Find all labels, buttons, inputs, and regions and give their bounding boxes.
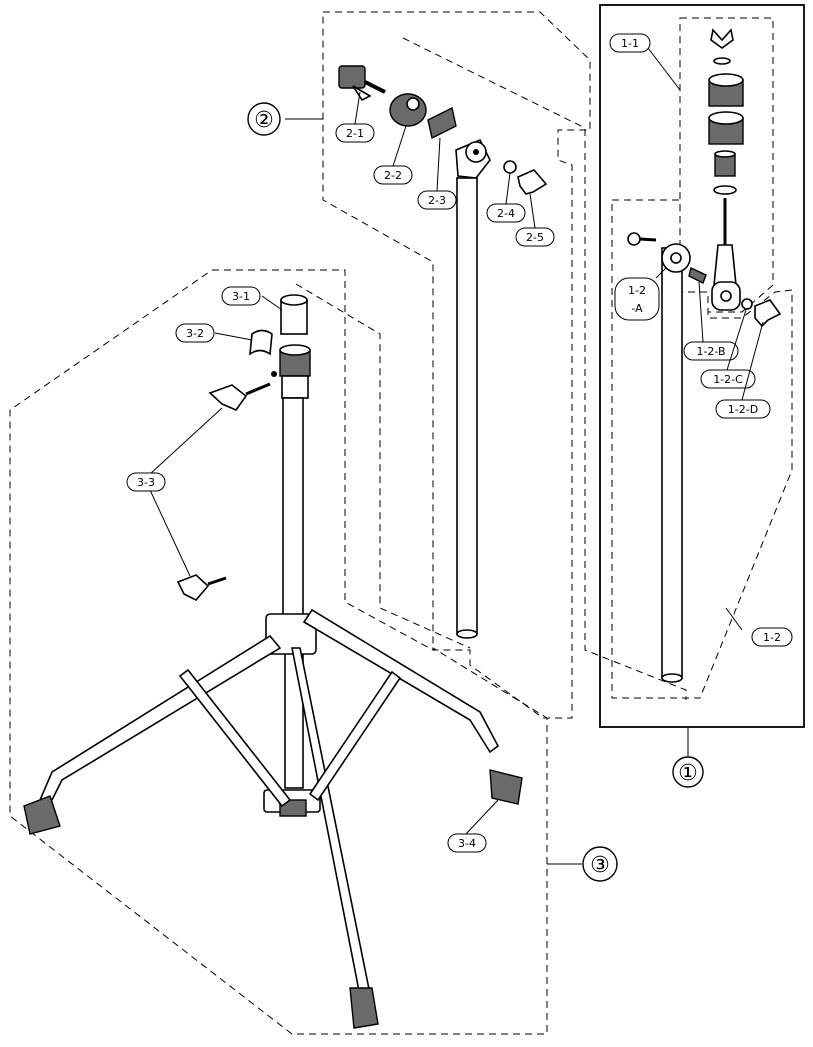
label-3-4: 3-4 bbox=[447, 833, 487, 853]
group-1-number: ① bbox=[672, 756, 704, 788]
part-3-1-insert bbox=[280, 294, 308, 335]
part-3-3-upper-wingbolt bbox=[208, 371, 277, 411]
svg-text:2-3: 2-3 bbox=[428, 194, 446, 207]
part-2-2-knob bbox=[389, 93, 427, 127]
group-2-section: ② 2-1 2-2 2-3 2-4 2-5 bbox=[247, 11, 687, 719]
tripod-legs bbox=[38, 608, 500, 997]
label-3-2: 3-2 bbox=[175, 323, 215, 343]
svg-text:1-2: 1-2 bbox=[628, 284, 646, 297]
svg-text:3-4: 3-4 bbox=[458, 837, 476, 850]
svg-text:1-2-D: 1-2-D bbox=[728, 403, 758, 416]
group-3-connector-dash bbox=[295, 283, 471, 649]
main-stand-tube bbox=[282, 397, 304, 789]
cymbal-felt-stack bbox=[708, 28, 744, 195]
part-3-2-shim bbox=[249, 329, 273, 356]
label-3-3: 3-3 bbox=[126, 472, 166, 492]
group-1-section: 1-1 1-2 -A 1-2-B 1-2-C 1-2-D 1-2 bbox=[599, 4, 805, 788]
label-2-1: 2-1 bbox=[335, 123, 375, 143]
group-3-section: 3-1 3-2 3-3 3-4 ③ bbox=[9, 269, 618, 1035]
svg-text:2-2: 2-2 bbox=[384, 169, 402, 182]
label-1-2: 1-2 bbox=[751, 627, 793, 647]
svg-text:2-4: 2-4 bbox=[497, 207, 515, 220]
part-2-tube-head bbox=[455, 138, 491, 179]
part-2-5-wingnut bbox=[517, 169, 548, 195]
svg-text:2-5: 2-5 bbox=[526, 231, 544, 244]
label-3-1: 3-1 bbox=[221, 286, 261, 306]
svg-text:2-1: 2-1 bbox=[346, 127, 364, 140]
part-2-tube bbox=[456, 177, 478, 639]
group-1-2-bolt-parts bbox=[627, 232, 782, 328]
part-2-3-spring bbox=[427, 106, 457, 140]
svg-text:1-2: 1-2 bbox=[763, 631, 781, 644]
label-1-2-c: 1-2-C bbox=[700, 369, 756, 389]
svg-text:②: ② bbox=[254, 108, 274, 133]
group-1-2-upper-tube bbox=[661, 243, 691, 683]
part-2-1-bolt bbox=[338, 65, 386, 102]
label-1-2-b: 1-2-B bbox=[683, 341, 739, 361]
cymbal-tilter-rod bbox=[711, 198, 741, 311]
tripod-feet bbox=[23, 769, 523, 1029]
svg-text:3-3: 3-3 bbox=[137, 476, 155, 489]
group-1-1-dash-box bbox=[679, 17, 774, 313]
label-2-3: 2-3 bbox=[417, 190, 457, 210]
svg-text:①: ① bbox=[678, 761, 698, 786]
part-3-3-lower-wingbolt bbox=[176, 574, 227, 601]
svg-text:1-2-C: 1-2-C bbox=[713, 373, 743, 386]
svg-text:3-2: 3-2 bbox=[186, 327, 204, 340]
group-2-connector-dash bbox=[402, 37, 687, 700]
tripod-hub bbox=[263, 613, 321, 817]
group-3-dash-box bbox=[9, 269, 548, 1035]
label-2-2: 2-2 bbox=[373, 165, 413, 185]
group-3-number: ③ bbox=[582, 846, 618, 882]
svg-text:③: ③ bbox=[590, 853, 610, 878]
svg-text:1-1: 1-1 bbox=[621, 37, 639, 50]
group-2-dash-box bbox=[322, 11, 591, 719]
label-1-2-a: 1-2 -A bbox=[614, 277, 660, 321]
group-2-number: ② bbox=[247, 102, 281, 136]
label-1-1: 1-1 bbox=[609, 33, 651, 53]
label-2-4: 2-4 bbox=[486, 203, 526, 223]
group-1-frame bbox=[599, 4, 805, 728]
svg-text:1-2-B: 1-2-B bbox=[696, 345, 725, 358]
label-1-2-d: 1-2-D bbox=[715, 399, 771, 419]
main-tube-clamp bbox=[279, 344, 311, 399]
svg-text:3-1: 3-1 bbox=[232, 290, 250, 303]
svg-text:-A: -A bbox=[631, 302, 643, 315]
part-2-4-washer bbox=[503, 160, 517, 174]
label-2-5: 2-5 bbox=[515, 227, 555, 247]
